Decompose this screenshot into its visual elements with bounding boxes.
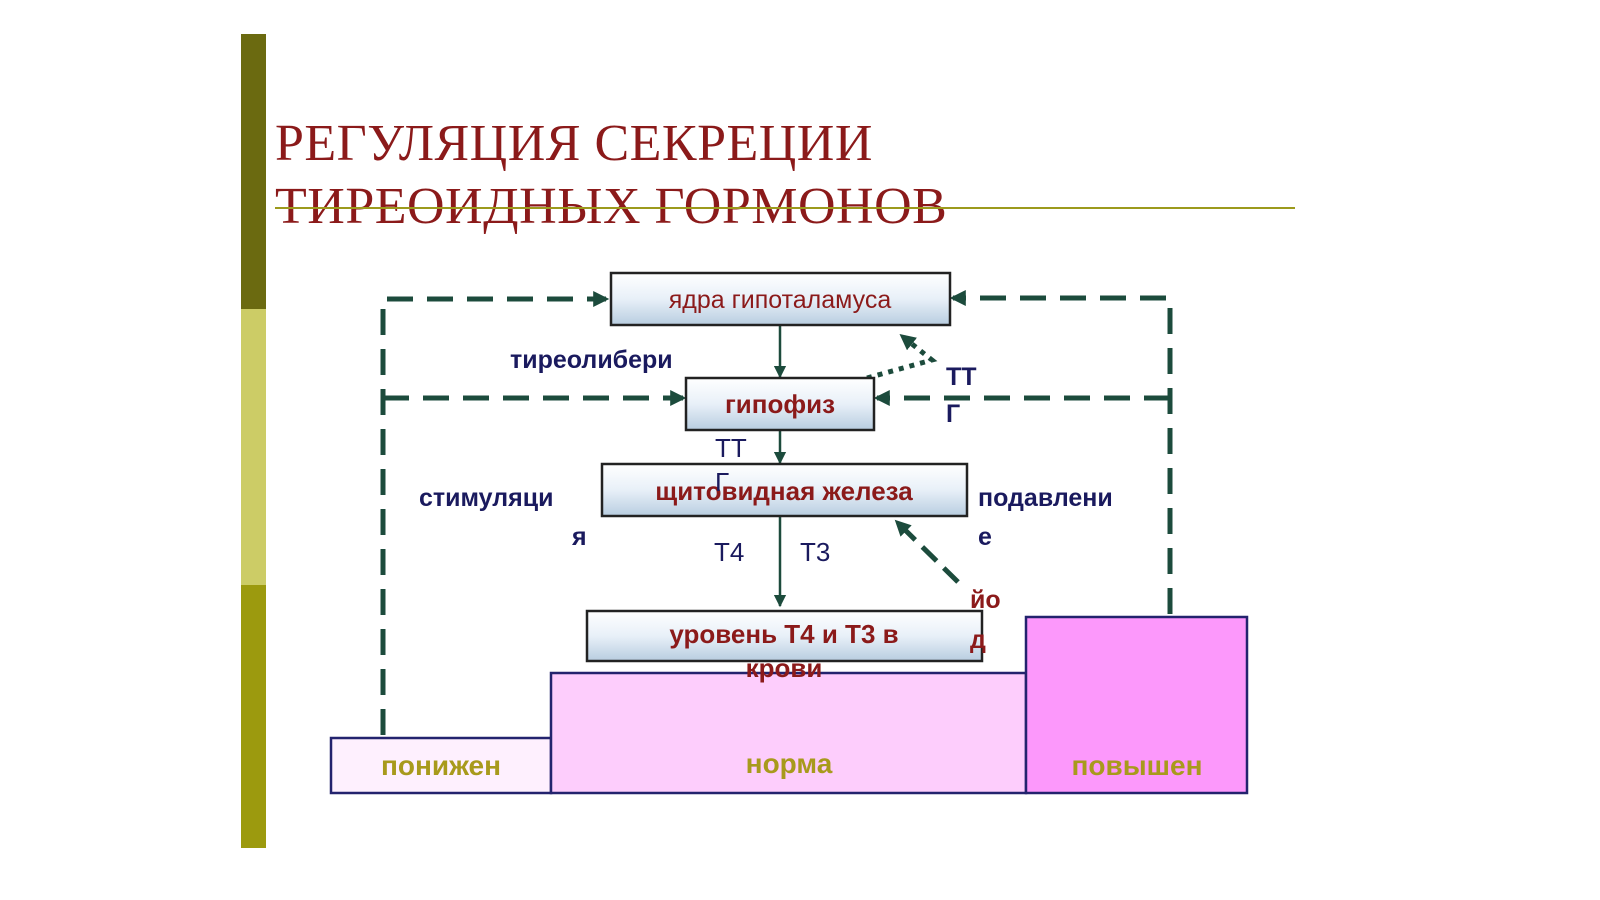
pituitary-label: гипофиз [725,389,835,419]
stimulation-arrow-to-hypothalamus [380,290,610,735]
pituitary-box [684,376,876,432]
suppression-label-2: е [978,523,992,551]
level-normal-block [549,671,1028,795]
accent-bar-bottom [241,585,266,848]
thyroliberin-label: тиреолибери [510,346,673,374]
title-line-2: ТИРЕОИДНЫХ ГОРМОНОВ [275,178,948,235]
blood-level-label-line2: крови [746,653,823,683]
t4-label: Т4 [714,537,744,567]
tsh-label-mid: ТТ [715,433,747,463]
level-high-label: повышен [1072,750,1203,781]
title-line-1: РЕГУЛЯЦИЯ СЕКРЕЦИИ [275,115,873,172]
tsh-label-mid-2: Г [715,467,729,497]
tsh-label-top: ТТ [946,363,977,391]
thyroid-label: щитовидная железа [655,476,913,506]
level-low-label: понижен [381,750,501,781]
hypothalamus-box [609,271,952,327]
slide-title: РЕГУЛЯЦИЯ СЕКРЕЦИИ ТИРЕОИДНЫХ ГОРМОНОВ [275,112,947,238]
iodine-label: йо [970,586,1001,614]
hypothalamus-label: ядра гипоталамуса [669,286,892,314]
level-normal-label: норма [746,748,833,779]
suppression-arrow-to-hypothalamus [949,289,1173,614]
t3-label: Т3 [800,537,830,567]
iodine-arrow [894,519,960,584]
level-high-block [1024,615,1249,795]
tsh-label-top-2: Г [946,400,960,428]
tsh-feedback-arrow [866,334,938,381]
stimulation-label-2: я [571,523,587,551]
accent-bar-middle [241,309,266,585]
stimulation-label: стимуляци [419,484,553,512]
iodine-label-2: д [970,626,986,654]
blood-level-label-line1: уровень Т4 и Т3 в [669,619,898,649]
title-underline [275,207,1295,209]
level-low-block [329,736,553,795]
accent-bar-top [241,34,266,309]
blood-level-box [585,609,984,663]
thyroid-box [600,462,969,518]
suppression-label: подавлени [978,484,1113,512]
